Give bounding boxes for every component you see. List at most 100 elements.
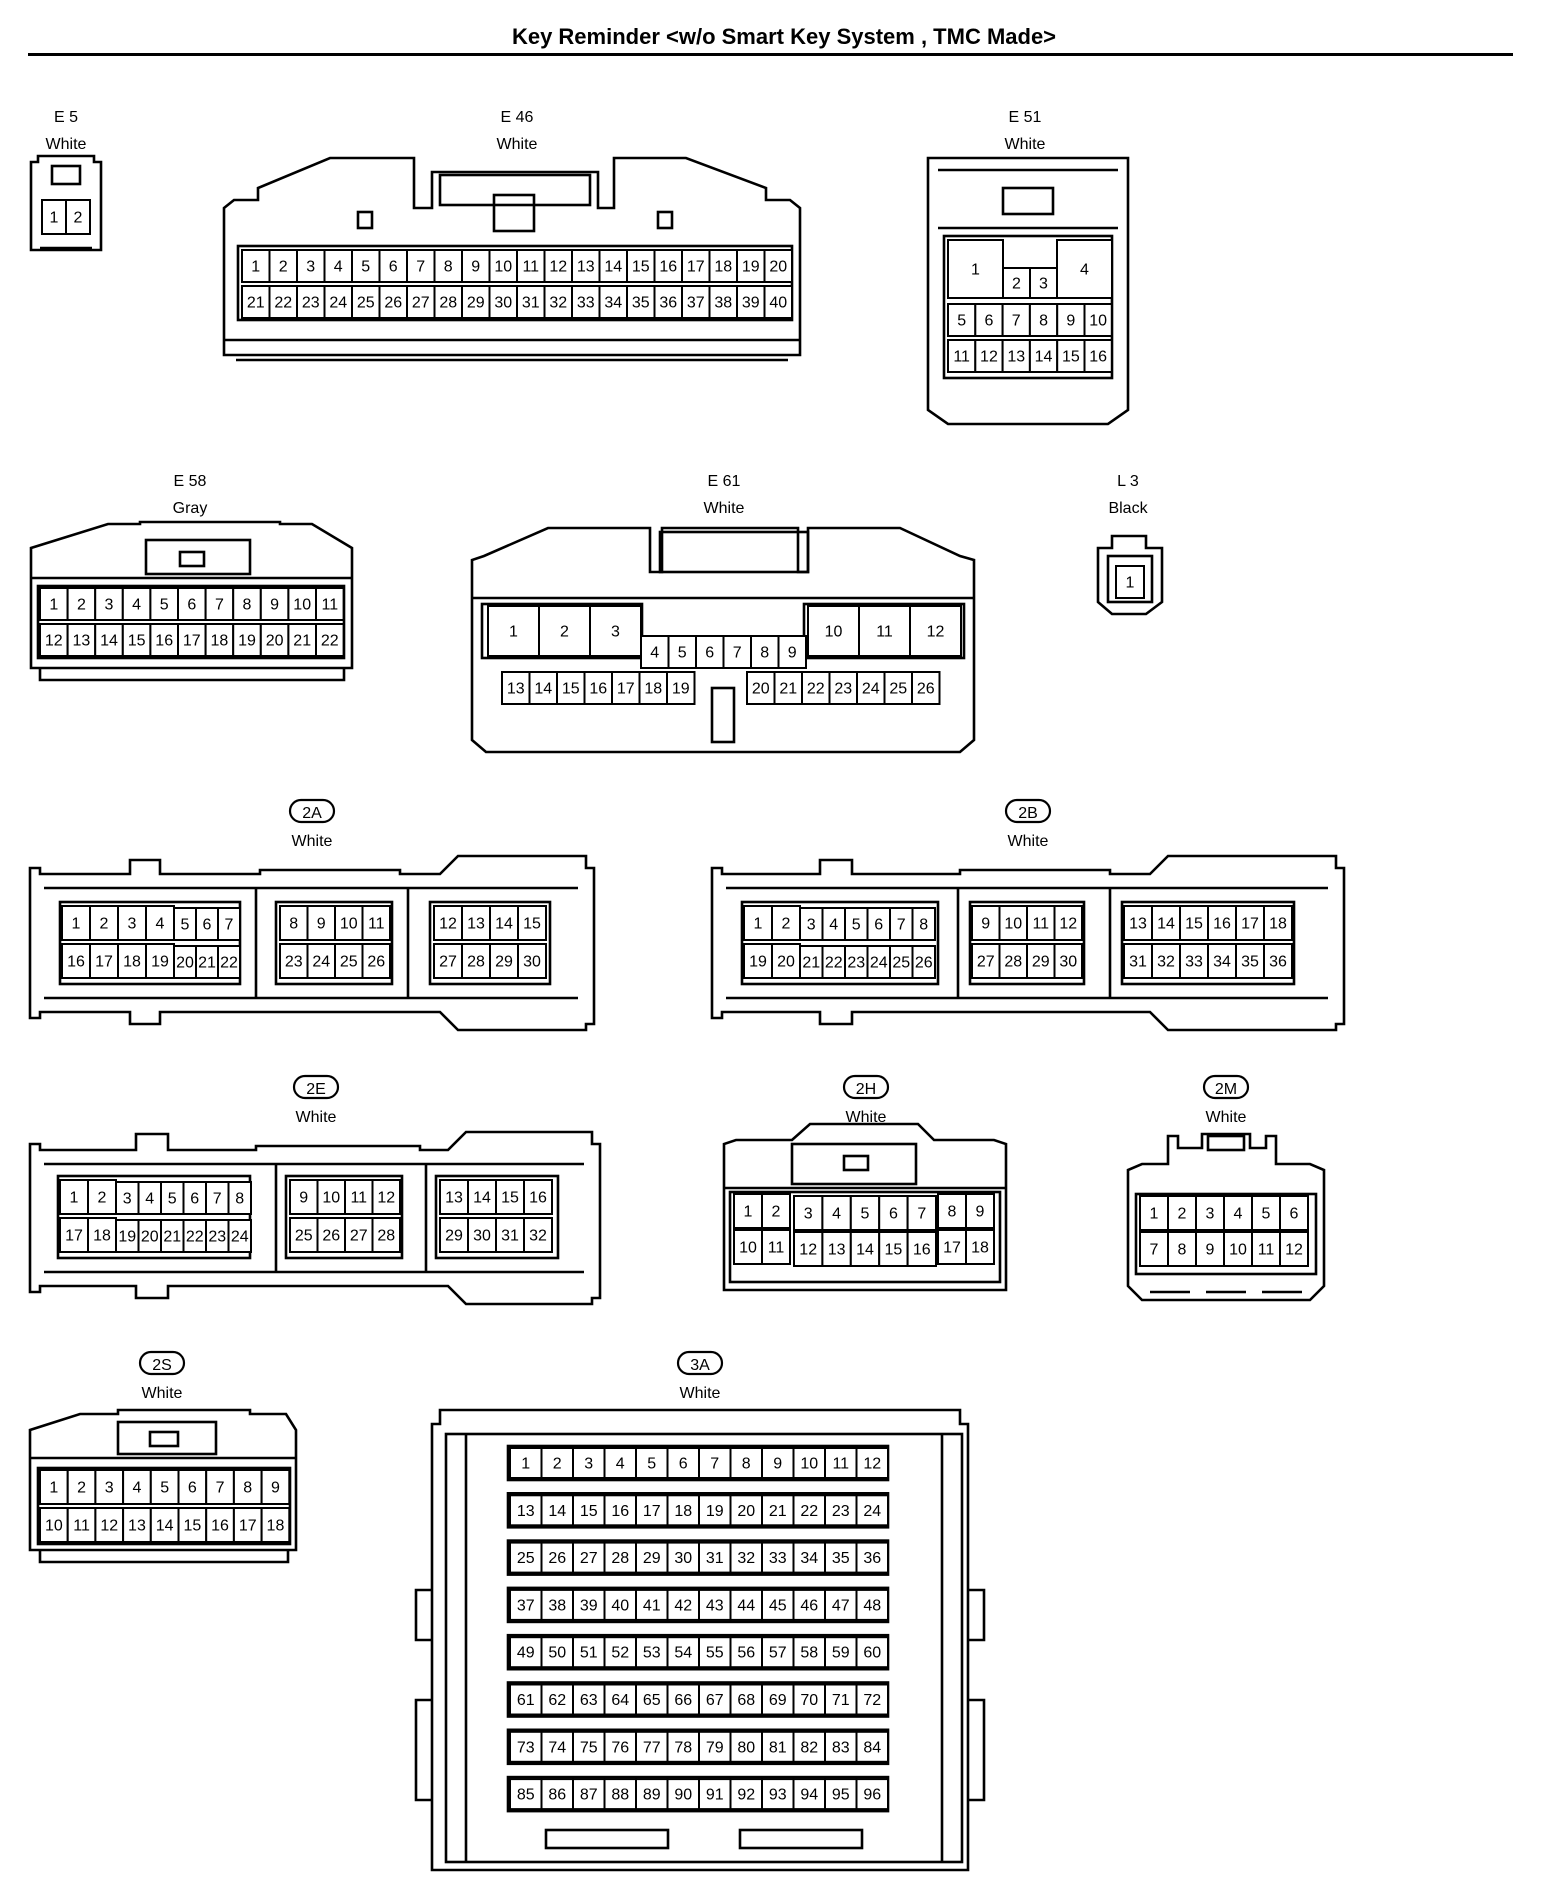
pin-cell <box>965 1193 995 1229</box>
pin-cell <box>729 1683 763 1716</box>
connector-2h-lock <box>790 1142 918 1186</box>
pin-number: 95 <box>832 1787 850 1804</box>
pin-number: 14 <box>856 1242 874 1259</box>
pin-number: 94 <box>800 1787 818 1804</box>
pin-number: 34 <box>800 1550 818 1567</box>
pin-cell <box>698 1636 732 1669</box>
pin-number: 4 <box>616 1456 625 1473</box>
connector-color: White <box>497 136 538 153</box>
pin-cell <box>227 1219 252 1253</box>
pin-cell <box>998 905 1028 941</box>
pin-number: 7 <box>1012 313 1021 330</box>
pin-number: 62 <box>548 1692 566 1709</box>
pin-cell <box>89 943 119 979</box>
pin-number: 16 <box>211 1518 229 1535</box>
pin-number: 3 <box>804 1206 813 1223</box>
pin-number: 34 <box>1213 954 1231 971</box>
pin-number: 50 <box>548 1645 566 1662</box>
pin-cell <box>855 1588 889 1621</box>
pin-number: 14 <box>604 259 622 276</box>
pin-cell <box>603 1683 637 1716</box>
pin-number: 15 <box>632 259 650 276</box>
pin-number: 27 <box>977 954 995 971</box>
connector-l3-housing <box>1106 554 1154 604</box>
pin-number: 9 <box>976 1204 985 1221</box>
pin-number: 6 <box>389 259 398 276</box>
pin-number: 73 <box>517 1739 535 1756</box>
pin-cell <box>589 605 642 657</box>
connector-bodies <box>28 154 1346 1872</box>
pin-cell <box>855 1730 889 1763</box>
pin-number: 7 <box>733 645 742 662</box>
pin-number: 53 <box>643 1645 661 1662</box>
pin-number: 24 <box>329 295 347 312</box>
pin-number: 15 <box>128 633 146 650</box>
pin-number: 19 <box>118 1229 136 1246</box>
pin-number: 57 <box>769 1645 787 1662</box>
pin-number: 3 <box>105 1480 114 1497</box>
pin-number: 12 <box>45 633 63 650</box>
pin-number: 31 <box>1129 954 1147 971</box>
pin-cell <box>572 1730 606 1763</box>
pin-cell <box>540 1541 574 1574</box>
pin-number: 16 <box>529 1190 547 1207</box>
pin-number: 2 <box>279 259 288 276</box>
pin-number: 3 <box>1039 276 1048 293</box>
pin-number: 19 <box>749 954 767 971</box>
pin-number: 43 <box>706 1597 724 1614</box>
pin-number: 17 <box>183 633 201 650</box>
pin-number: 8 <box>948 1204 957 1221</box>
pin-number: 3 <box>807 917 816 934</box>
connector-code-badge <box>1004 798 1052 824</box>
pin-cell <box>268 285 298 319</box>
pin-number: 23 <box>834 681 852 698</box>
pin-number: 1 <box>50 210 59 227</box>
pin-cell <box>626 249 656 283</box>
pin-number: 67 <box>706 1692 724 1709</box>
pin-number: 1 <box>971 262 980 279</box>
pin-number: 12 <box>1285 1242 1303 1259</box>
pin-number: 41 <box>643 1597 661 1614</box>
pin-number: 38 <box>548 1597 566 1614</box>
connector-2s-lock <box>116 1420 218 1456</box>
connector-e5-body <box>29 154 103 252</box>
pin-cell <box>909 605 962 657</box>
pin-cell <box>66 1507 97 1543</box>
pin-number: 23 <box>847 955 865 972</box>
pin-number: 25 <box>295 1228 313 1245</box>
pin-number: 46 <box>800 1597 818 1614</box>
pin-number: 5 <box>1262 1206 1271 1223</box>
pin-number: 9 <box>1066 313 1075 330</box>
pin-cell <box>849 1231 881 1267</box>
pin-number: 56 <box>737 1645 755 1662</box>
pin-cell <box>572 1541 606 1574</box>
connector-color: White <box>296 1109 337 1126</box>
connector-e58-pin-frame <box>36 584 346 660</box>
pin-number: 65 <box>643 1692 661 1709</box>
connector-code: 2B <box>1018 805 1038 822</box>
pin-cell <box>1001 339 1031 373</box>
pin-number: 90 <box>674 1787 692 1804</box>
pin-cell <box>911 945 936 979</box>
page-title: Key Reminder <w/o Smart Key System , TMC… <box>511 24 1057 49</box>
pin-number: 12 <box>100 1518 118 1535</box>
pin-number: 27 <box>350 1228 368 1245</box>
pin-number: 33 <box>577 295 595 312</box>
connector-2e-ribs <box>44 1162 584 1274</box>
pin-cell <box>433 943 463 979</box>
pin-number: 15 <box>183 1518 201 1535</box>
pin-number: 19 <box>742 259 760 276</box>
pin-cell <box>204 623 235 657</box>
pin-number: 2 <box>782 916 791 933</box>
pin-number: 10 <box>1004 916 1022 933</box>
connector-color: White <box>1206 1109 1247 1126</box>
pin-cell <box>217 945 241 979</box>
pin-number: 19 <box>706 1503 724 1520</box>
pin-number: 29 <box>1032 954 1050 971</box>
connector-e46-notch-right <box>656 210 674 230</box>
connector-e51-body <box>926 156 1130 426</box>
pin-number: 74 <box>548 1739 566 1756</box>
pin-cell <box>516 285 546 319</box>
connector-code-badge <box>292 1074 340 1100</box>
pin-number: 6 <box>190 1191 199 1208</box>
